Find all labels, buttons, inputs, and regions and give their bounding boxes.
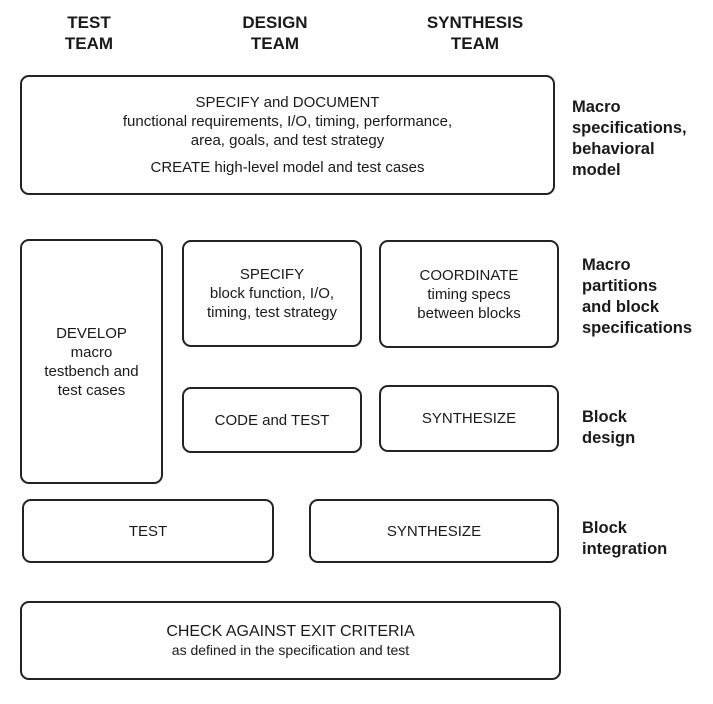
box-develop: DEVELOP macro testbench and test cases xyxy=(20,239,163,484)
box-exit-criteria: CHECK AGAINST EXIT CRITERIA as defined i… xyxy=(20,601,561,680)
box-title: SYNTHESIZE xyxy=(421,410,517,427)
header-synthesis-team: SYNTHESIS TEAM xyxy=(426,13,524,53)
box-title: SPECIFY xyxy=(239,266,305,283)
box-title: CODE and TEST xyxy=(214,411,330,429)
box-synthesize-block: SYNTHESIZE xyxy=(379,385,559,452)
box-title: COORDINATE xyxy=(419,266,519,284)
box-specify-and-document: SPECIFY and DOCUMENT functional requirem… xyxy=(20,75,555,195)
box-detail: macro testbench and test cases xyxy=(44,343,139,399)
header-test-team: TEST TEAM xyxy=(64,13,114,53)
box-title: CHECK AGAINST EXIT CRITERIA xyxy=(166,622,415,640)
box-detail: functional requirements, I/O, timing, pe… xyxy=(122,113,453,149)
box-title: TEST xyxy=(128,522,168,540)
box-test: TEST xyxy=(22,499,274,563)
phase-block-design: Block design xyxy=(582,408,636,447)
phase-macro-specifications: Macro specifications, behavioral model xyxy=(572,98,687,179)
box-detail: as defined in the specification and test xyxy=(171,641,410,658)
box-extra: CREATE high-level model and test cases xyxy=(150,159,425,176)
box-title: SPECIFY and DOCUMENT xyxy=(195,94,380,111)
box-code-and-test: CODE and TEST xyxy=(182,387,362,453)
phase-block-integration: Block integration xyxy=(582,519,668,558)
box-title: SYNTHESIZE xyxy=(386,522,482,540)
header-design-team: DESIGN TEAM xyxy=(242,13,308,53)
box-synthesize-integration: SYNTHESIZE xyxy=(309,499,559,563)
phase-macro-partitions: Macro partitions and block specification… xyxy=(582,256,693,337)
box-title: DEVELOP xyxy=(56,324,127,342)
box-detail: timing specs between blocks xyxy=(417,285,521,322)
box-detail: block function, I/O, timing, test strate… xyxy=(206,285,338,321)
box-coordinate: COORDINATE timing specs between blocks xyxy=(379,240,559,348)
box-specify-block: SPECIFY block function, I/O, timing, tes… xyxy=(182,240,362,347)
